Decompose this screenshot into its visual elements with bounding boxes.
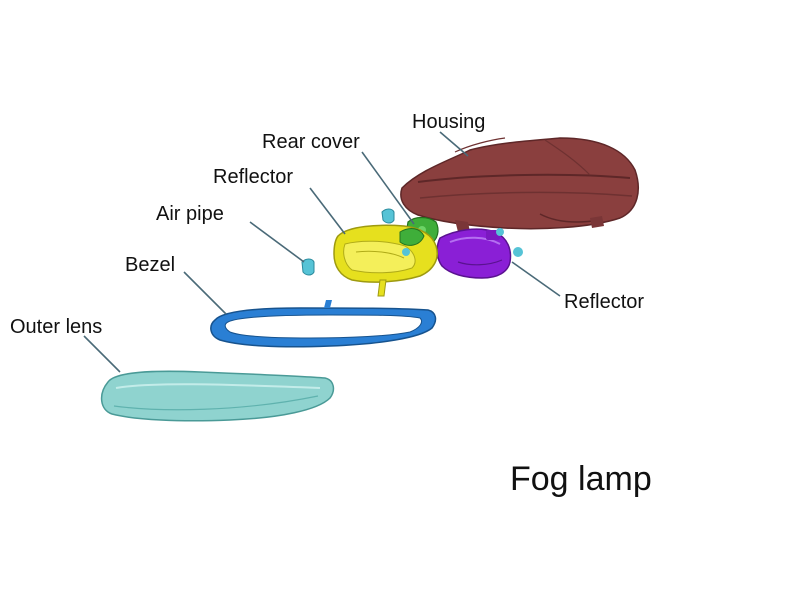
leader-line-rear-cover: [361, 151, 415, 225]
reflector-left-part: [333, 224, 438, 297]
bezel-part: [210, 300, 437, 348]
leader-line-bezel: [183, 271, 227, 315]
diagram-caption: Fog lamp: [510, 460, 652, 498]
label-outer-lens: Outer lens: [10, 316, 103, 338]
reflector-right-part: [436, 228, 523, 279]
label-bezel: Bezel: [125, 254, 176, 276]
leader-line-air-pipe: [249, 221, 305, 263]
leader-line-outer-lens: [83, 335, 121, 373]
label-reflector-left: Reflector: [213, 166, 294, 188]
outer-lens-part: [100, 370, 335, 422]
leader-line-housing: [439, 131, 469, 157]
label-air-pipe: Air pipe: [156, 203, 224, 225]
label-rear-cover: Rear cover: [262, 131, 360, 153]
housing-part: [400, 137, 639, 232]
label-reflector-right: Reflector: [564, 291, 645, 313]
leader-lines: [83, 131, 561, 373]
air-pipe-part: [301, 208, 395, 276]
leader-line-reflector-right: [511, 261, 561, 297]
leader-line-reflector-left: [309, 187, 346, 235]
label-housing: Housing: [412, 111, 486, 133]
